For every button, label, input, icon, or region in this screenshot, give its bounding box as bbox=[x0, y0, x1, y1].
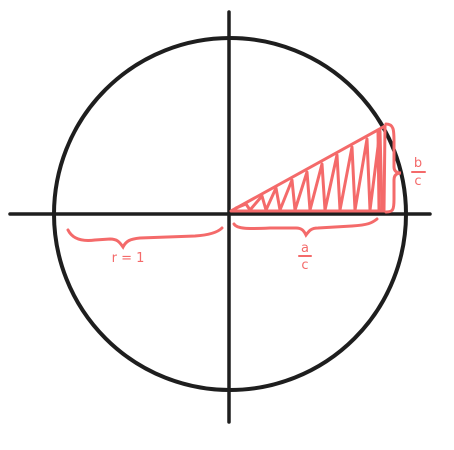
right-angle-edge bbox=[376, 128, 381, 212]
horizontal-leg-denominator: c bbox=[301, 258, 308, 273]
horizontal-leg-numerator: a bbox=[301, 241, 309, 256]
vertical-leg-numerator: b bbox=[414, 156, 422, 171]
horizontal-leg-brace bbox=[232, 217, 379, 238]
radius-brace bbox=[66, 226, 224, 250]
right-triangle bbox=[229, 124, 387, 213]
vertical-leg-brace bbox=[384, 122, 402, 214]
triangle-outline bbox=[229, 124, 387, 213]
vertical-leg-denominator: c bbox=[414, 174, 421, 189]
triangle-hatching bbox=[234, 129, 384, 212]
vertical-leg-fraction: b c bbox=[411, 156, 426, 189]
horizontal-leg-fraction: a c bbox=[298, 241, 312, 273]
radius-label: r = 1 bbox=[112, 251, 145, 266]
